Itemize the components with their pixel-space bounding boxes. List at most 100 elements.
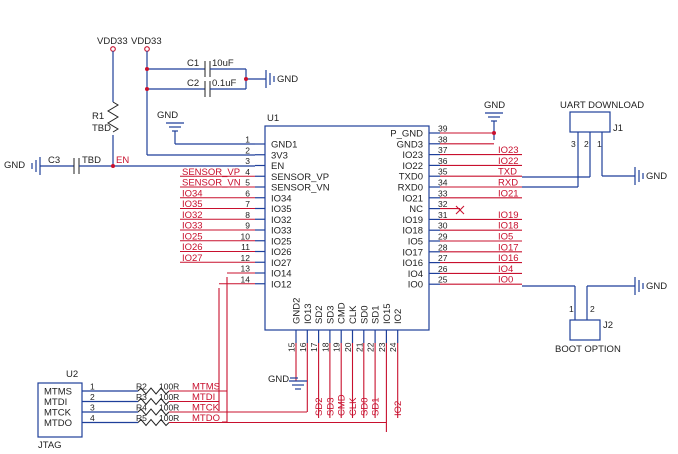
u1-pin-name: IO2	[393, 309, 404, 324]
gnd-symbol-caps	[265, 70, 275, 88]
u1-pin-name: IO34	[271, 193, 292, 204]
u1-pin-name: CMD	[337, 302, 348, 324]
u1-pin-name: SENSOR_VN	[271, 183, 330, 194]
u1-pin-name: RXD0	[398, 183, 423, 194]
net-label-sd1: SD1	[371, 398, 382, 416]
u1-pin-name: IO25	[271, 236, 292, 247]
u1-pin-number: 13	[241, 264, 251, 274]
net-label-io5: IO5	[498, 232, 513, 243]
u1-pin-number: 8	[245, 210, 250, 220]
u1-pin-name: SENSOR_VP	[271, 172, 329, 183]
c2-ref: C2	[187, 78, 199, 89]
u1-pin-number: 17	[309, 342, 319, 352]
u1-pin-name: IO5	[408, 237, 423, 248]
jtag-pin-number: 3	[90, 403, 95, 413]
u1-pin-name: IO18	[402, 226, 423, 237]
c3-ref: C3	[48, 155, 60, 166]
u1-pin-number: 5	[245, 178, 250, 188]
u1-pin-name: GND1	[271, 140, 297, 151]
net-label-io35: IO35	[182, 199, 203, 210]
gnd-label-caps: GND	[277, 74, 298, 85]
net-label-io22: IO22	[498, 156, 519, 167]
u1-pin-number: 12	[241, 253, 251, 263]
u1-pin-number: 19	[332, 342, 342, 352]
j2-title: BOOT OPTION	[555, 344, 621, 355]
u1-pin-number: 34	[438, 178, 448, 188]
net-label-io33: IO33	[182, 221, 203, 232]
u1-pin-name: IO13	[303, 303, 314, 324]
jtag-series-resistor	[137, 387, 170, 395]
jtag-pin-number: 2	[90, 392, 95, 402]
j2-pin1: 1	[569, 304, 574, 314]
u1-pin-number: 10	[241, 231, 251, 241]
power-section: VDD33 VDD33 R1 TBD C1 10uF C2 0.1uF GND	[92, 36, 298, 165]
j2-ref: J2	[603, 320, 613, 331]
u1-pin-number: 20	[343, 342, 353, 352]
net-label-io26: IO26	[182, 242, 203, 253]
c3-value: TBD	[82, 155, 101, 166]
u1-pin-number: 14	[241, 274, 251, 284]
u1-pin-name: IO21	[402, 193, 423, 204]
u1-pin-number: 18	[320, 342, 330, 352]
resistor-ref: R3	[136, 392, 147, 402]
jtag-series-resistor	[137, 397, 170, 406]
net-label-io16: IO16	[498, 253, 519, 264]
mtms-route	[222, 277, 228, 423]
u1-pin-number: 21	[354, 342, 364, 352]
u1-pin-number: 26	[438, 264, 448, 274]
net-label-rxd: RXD	[498, 178, 518, 189]
net-label-io18: IO18	[498, 221, 519, 232]
gnd-label-p-gnd: GND	[484, 100, 505, 111]
resistor-value: 100R	[159, 392, 179, 402]
gnd-symbol-j1: GND	[634, 167, 667, 185]
u1-pin-name: IO33	[271, 226, 292, 237]
jtag-series-resistor	[137, 408, 170, 416]
u1-pin-name: IO0	[408, 280, 423, 291]
vdd33-r1-port	[110, 46, 116, 52]
gnd-symbol-bottom: GND	[268, 374, 307, 390]
net-label-io17: IO17	[498, 242, 519, 253]
net-label-io25: IO25	[182, 231, 203, 242]
u1-pin-name: SD0	[359, 306, 370, 324]
gnd-symbol-u1-top: GND	[157, 110, 255, 145]
gnd-label-j1: GND	[646, 171, 667, 182]
net-label-io32: IO32	[182, 210, 203, 221]
u1-pin-number: 38	[438, 134, 448, 144]
gnd-label-u1-top: GND	[157, 110, 178, 121]
resistor-ref: R4	[136, 403, 147, 413]
net-label-io23: IO23	[498, 145, 519, 156]
u1-pin-number: 22	[366, 342, 376, 352]
net-label-sensor_vp: SENSOR_VP	[182, 167, 240, 178]
en-section: GND C3 TBD EN	[4, 155, 255, 175]
u1-pin-name: IO22	[402, 161, 423, 172]
resistor-value: 100R	[159, 382, 179, 392]
u1-pin-number: 4	[245, 167, 250, 177]
net-label-io21: IO21	[498, 188, 519, 199]
net-label-io4: IO4	[498, 264, 513, 275]
u1-pin-name: IO19	[402, 215, 423, 226]
gnd-symbol-j2: GND	[634, 277, 667, 295]
u1-pin-name: GND2	[292, 298, 303, 324]
u1-pin-name: SD2	[314, 306, 325, 324]
resistor-value: 100R	[159, 413, 179, 423]
net-label-mtms: MTMS	[192, 382, 220, 393]
j1-pin3: 3	[571, 139, 576, 149]
u1-pin-number: 36	[438, 156, 448, 166]
u1-pin-number: 9	[245, 221, 250, 231]
u1-pin-number: 37	[438, 145, 448, 155]
net-label-io27: IO27	[182, 253, 203, 264]
u2-ref: U2	[66, 369, 78, 380]
u1-pin-name: IO17	[402, 247, 423, 258]
u2-body	[37, 382, 83, 438]
u2-title: JTAG	[38, 440, 62, 451]
gnd-label-j2: GND	[646, 281, 667, 292]
net-label-mtdo: MTDO	[192, 413, 220, 424]
resistor-ref: R2	[136, 382, 147, 392]
u1-pin-number: 35	[438, 167, 448, 177]
j1-pin2: 2	[584, 139, 589, 149]
r1-ref: R1	[92, 111, 104, 122]
u1-pin-name: IO26	[271, 247, 292, 258]
